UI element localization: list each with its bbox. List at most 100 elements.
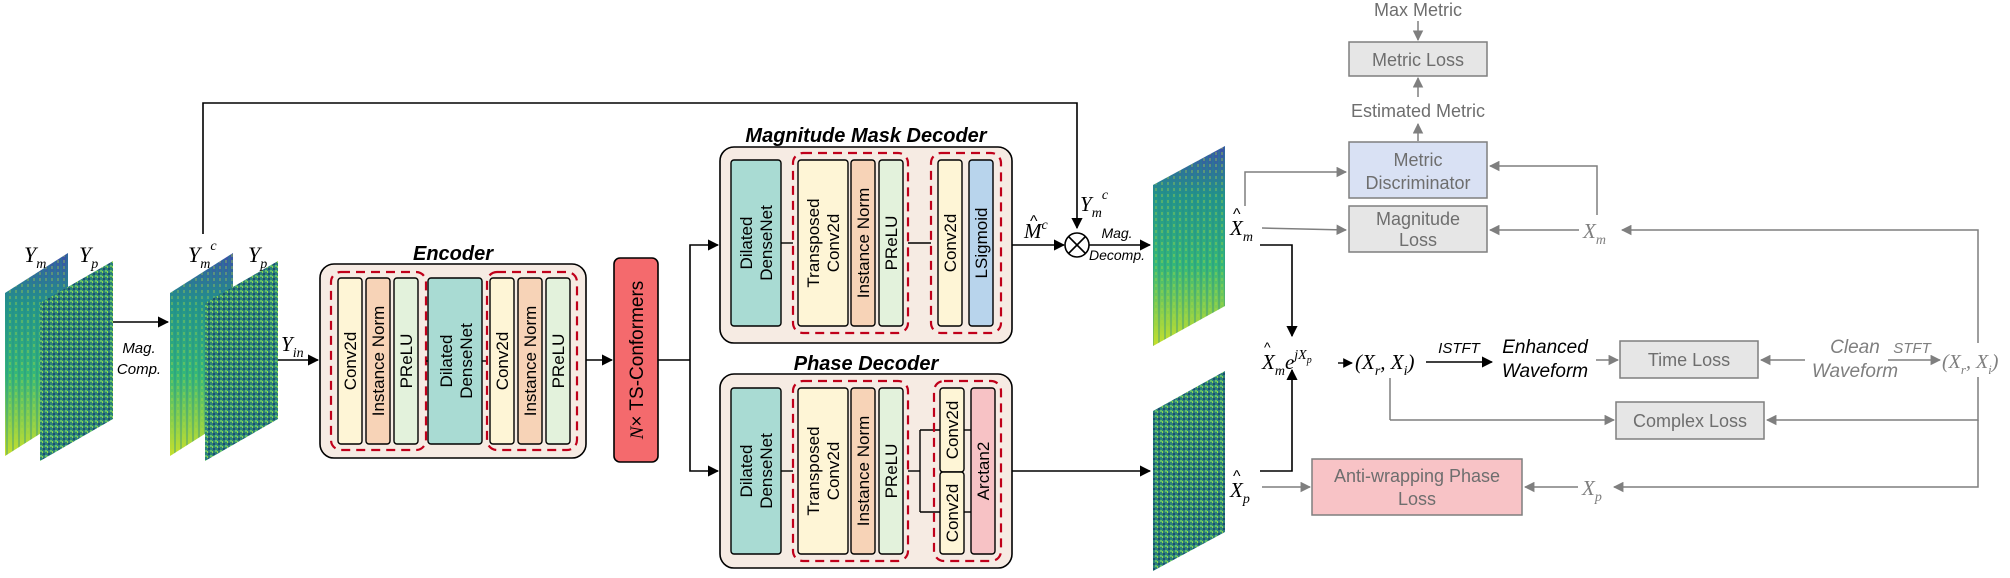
phase-decoder-densenet-label-2: DenseNet [757,433,776,509]
encoder-instnorm-a [365,277,391,445]
phase-loss-label-2: Loss [1398,489,1436,509]
ts-conformers-label: N× TS-Conformers [627,281,648,441]
target-complex-form: (Xr, Xi) [1942,351,1999,377]
phase-loss-label-1: Anti-wrapping Phase [1334,466,1500,486]
decomp-label-2: Decomp. [1089,247,1145,263]
magnitude-loss-label-1: Magnitude [1376,209,1460,229]
svg-text:^: ^ [1233,206,1241,223]
mag-comp-label-1: Mag. [122,340,155,357]
encoder-title: Encoder [413,243,494,265]
metric-loss-box [1348,41,1488,77]
mask-hat: ^ [1030,213,1038,230]
enhanced-phase-spectrogram [1153,371,1225,571]
phase-decoder-densenet-label-1: Dilated [737,445,756,498]
phase-decoder-conv2d-bottom [939,471,965,555]
phase-decoder-prelu [878,387,904,555]
phase-decoder-conv2d-bottom-label: Conv2d [943,484,962,543]
metric-discriminator-label-1: Metric [1394,150,1443,170]
encoder-prelu-a-label: PReLU [397,334,416,389]
metric-discriminator-label-2: Discriminator [1365,173,1470,193]
input-phase-spectrogram [40,261,113,461]
mag-decoder-densenet-label-1: Dilated [737,217,756,270]
xm-target-label: Xm [1582,219,1606,248]
svg-text:^: ^ [1264,339,1271,355]
polar-form: XmejXp [1261,348,1312,379]
mag-decoder-instnorm [850,159,876,327]
mag-decoder-conv2d [937,159,963,327]
time-loss-label: Time Loss [1648,350,1730,370]
encoder-conv2d-b-label: Conv2d [493,332,512,391]
mag-decoder-sigmoid-label: LSigmoid [972,208,991,279]
enhanced-waveform-1: Enhanced [1502,337,1589,358]
mag-decoder-deconv-block [791,151,910,335]
yin-label: Yin [281,332,304,361]
phase-decoder-title: Phase Decoder [794,353,940,375]
magnitude-loss-box [1348,205,1488,253]
svg-text:^: ^ [1233,468,1241,485]
phase-decoder-conv-block [932,379,1003,563]
mag-decoder-tconv [797,159,849,327]
mag-decoder-densenet-label-2: DenseNet [757,205,776,281]
yp-label: Yp [79,242,98,272]
phase-loss-box [1311,458,1523,516]
ym-label: Ym [24,242,46,272]
time-loss-box [1619,340,1759,379]
encoder-densenet-label-2: DenseNet [457,323,476,399]
mag-decoder-tconv-label-1: Transposed [804,198,823,287]
mask-label: Mc [1023,218,1049,243]
phase-decoder-instnorm-label: Instance Norm [854,416,873,527]
encoder-conv2d-a-label: Conv2d [341,332,360,391]
phase-decoder-arctan [970,387,996,555]
mag-decoder-prelu [878,159,904,327]
enhanced-magnitude-spectrogram [1153,146,1225,346]
complex-loss-box [1615,401,1765,440]
metric-discriminator-box [1348,141,1488,199]
stft-label: STFT [1893,340,1932,357]
encoder-conv-block-b [485,270,579,452]
enhanced-waveform-2: Waveform [1502,361,1588,382]
skip-connection-line [202,102,1083,234]
phase-decoder-deconv-block [791,379,910,563]
phase-decoder-tconv [797,387,849,555]
encoder-prelu-b [545,277,571,445]
estimated-metric-label: Estimated Metric [1351,101,1485,121]
mag-decoder-conv2d-label: Conv2d [941,214,960,273]
clean-waveform-1: Clean [1830,337,1880,358]
encoder-instnorm-b [517,277,543,445]
decomp-label-1: Mag. [1101,225,1132,241]
metric-loss-label: Metric Loss [1372,50,1464,70]
xp-target-label: Xp [1581,476,1602,505]
encoder-conv2d-b [489,277,515,445]
encoder-instnorm-a-label: Instance Norm [369,306,388,417]
xp-hat-label: Xp [1229,478,1250,507]
istft-label: ISTFT [1438,340,1481,357]
complex-loss-label: Complex Loss [1633,411,1747,431]
magnitude-loss-label-2: Loss [1399,230,1437,250]
phase-decoder-prelu-label: PReLU [882,444,901,499]
phase-decoder-tconv-label-2: Conv2d [824,442,843,501]
yp-label-2: Yp [248,242,267,272]
encoder-prelu-a [393,277,419,445]
compressed-phase-spectrogram [205,261,278,461]
ym-c-label: Ymc [188,239,217,272]
mag-comp-label-2: Comp. [117,361,161,378]
xm-hat-label: Xm [1229,216,1253,245]
mag-decoder-prelu-label: PReLU [882,216,901,271]
phase-decoder-tconv-label-1: Transposed [804,426,823,515]
encoder-prelu-b-label: PReLU [549,334,568,389]
mag-decoder-sigmoid [968,159,994,327]
encoder-densenet-label-1: Dilated [437,335,456,388]
encoder-instnorm-b-label: Instance Norm [521,306,540,417]
multiply-node [1064,232,1090,258]
mag-decoder-title: Magnitude Mask Decoder [745,125,987,147]
max-metric-label: Max Metric [1374,0,1462,20]
encoder-conv2d-a [337,277,363,445]
mag-decoder-tconv-label-2: Conv2d [824,214,843,273]
clean-waveform-2: Waveform [1812,361,1898,382]
mag-decoder-instnorm-label: Instance Norm [854,188,873,299]
complex-form: (Xr, Xi) [1355,350,1415,379]
phase-decoder-arctan-label: Arctan2 [974,442,993,501]
phase-decoder-conv2d-top-label: Conv2d [943,401,962,460]
ym-c-mult-label: Ymc [1080,188,1109,221]
